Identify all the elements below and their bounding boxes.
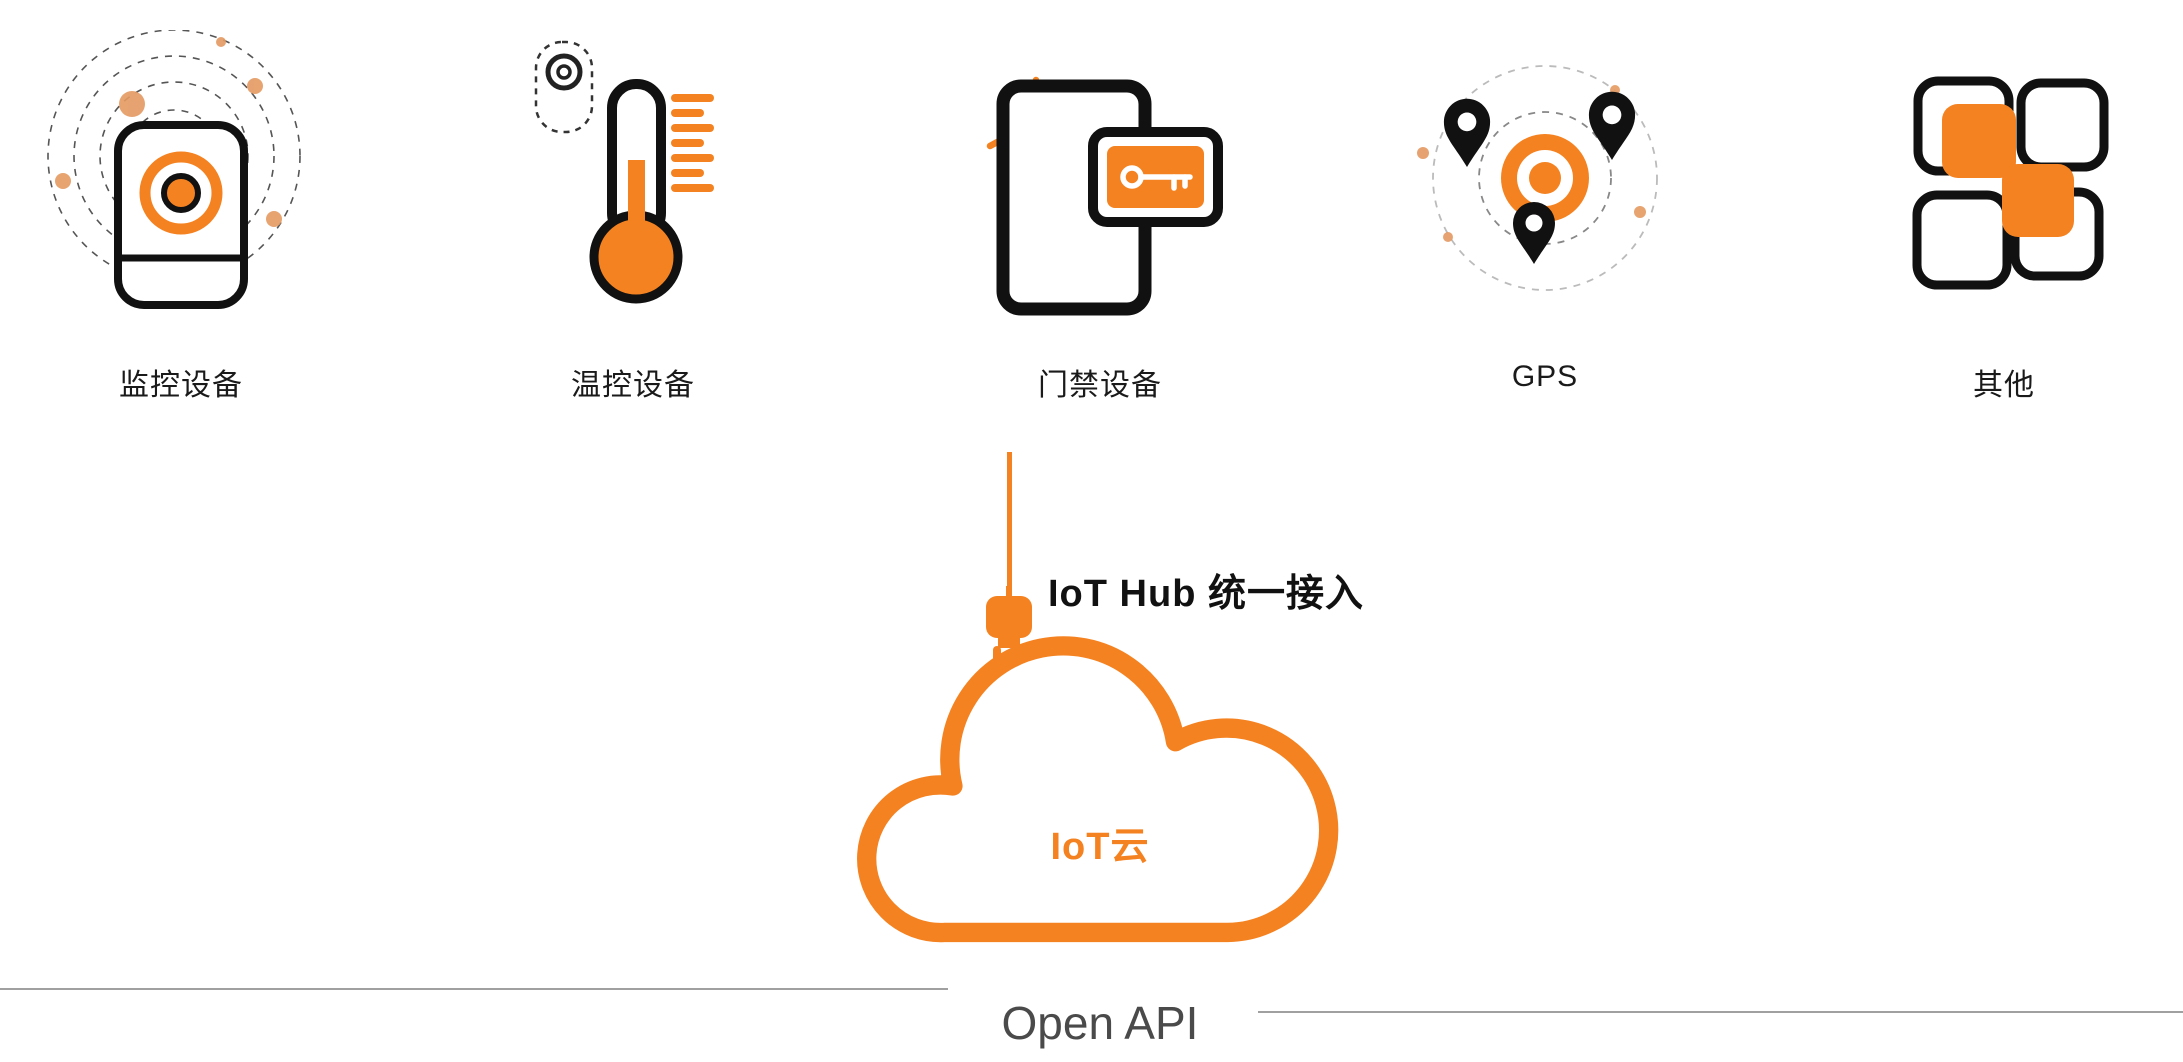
map-pin-icon [1443, 98, 1491, 167]
device-temperature: 温控设备 [493, 30, 773, 410]
cloud-icon [857, 636, 1339, 943]
orbit-dots [55, 37, 282, 227]
device-label-other: 其他 [1973, 369, 2035, 402]
camera-icon [47, 30, 301, 309]
hub-label: IoT Hub 统一接入 [1048, 573, 1364, 615]
device-label-door-access: 门禁设备 [1038, 369, 1162, 402]
device-door-access: 门禁设备 [960, 30, 1240, 410]
divider-right [1258, 1011, 2183, 1013]
divider-left [0, 988, 948, 990]
device-gps: GPS [1405, 30, 1685, 410]
device-label-monitoring: 监控设备 [119, 369, 243, 402]
scale-ticks [671, 94, 714, 192]
device-monitoring: 监控设备 [41, 30, 321, 410]
orbit-dots [1417, 85, 1646, 242]
apps-icon [1912, 76, 2109, 290]
connector-line [1007, 452, 1012, 590]
map-pin-icon [1513, 202, 1555, 264]
sensor-outline [534, 40, 594, 134]
open-api-label: Open API [1001, 997, 1199, 1049]
map-pin-icon [1588, 91, 1636, 160]
thermometer-icon [534, 40, 714, 304]
gps-icon [1417, 65, 1658, 291]
device-label-temperature: 温控设备 [571, 369, 695, 402]
device-other: 其他 [1864, 30, 2144, 410]
door-access-icon [986, 76, 1223, 316]
cloud-label: IoT云 [1050, 826, 1150, 868]
key-icon [1120, 165, 1193, 191]
device-label-gps: GPS [1511, 360, 1579, 393]
